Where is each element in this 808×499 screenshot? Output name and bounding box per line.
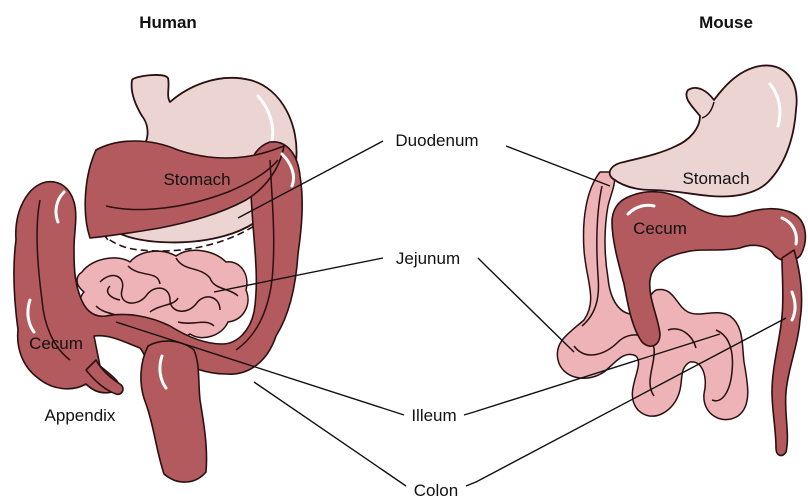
human-cecum-label: Cecum [29,334,83,353]
duodenum-label: Duodenum [395,131,478,150]
jejunum-label: Jejunum [396,249,460,268]
mouse-cecum-label: Cecum [633,219,687,238]
colon-leader-human [254,382,406,486]
colon-label: Colon [414,481,458,499]
duodenum-leader-mouse [506,146,610,186]
ileum-label: Illeum [411,406,456,425]
human-title: Human [139,13,197,32]
jejunum-leader-mouse [478,258,574,352]
mouse-stomach-label: Stomach [682,169,749,188]
human-stomach-label: Stomach [163,170,230,189]
mouse-title: Mouse [699,13,753,32]
human-appendix-label: Appendix [45,406,116,425]
mouse-digestive-tract [557,65,805,455]
